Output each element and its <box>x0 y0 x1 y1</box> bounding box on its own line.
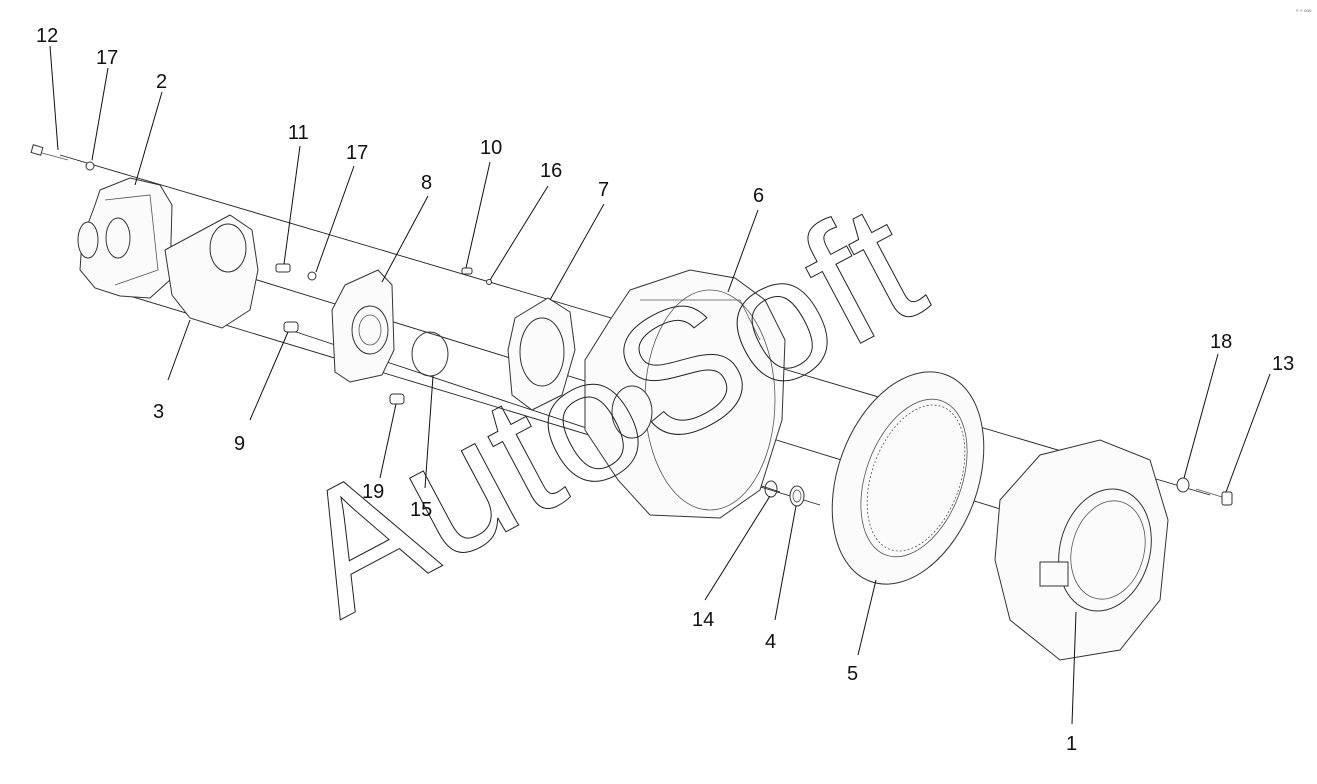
callout-11: 11 <box>288 122 309 144</box>
part-17-washer <box>85 161 95 171</box>
part-7-seal-plate <box>507 297 576 411</box>
leader-lines <box>49 45 1271 725</box>
callout-8: 8 <box>421 172 432 194</box>
part-10-screw <box>461 267 473 275</box>
callout-3: 3 <box>153 401 164 423</box>
svg-text:AutoSoft: AutoSoft <box>266 166 950 653</box>
part-11-bolt <box>275 263 291 273</box>
callout-5: 5 <box>847 663 858 685</box>
part-19-pin <box>389 393 405 405</box>
callout-4: 4 <box>765 631 776 653</box>
callout-19: 19 <box>362 481 384 503</box>
callout-7: 7 <box>598 179 609 201</box>
part-15-o-ring <box>411 331 449 377</box>
part-3-plate <box>164 214 259 329</box>
callout-10: 10 <box>480 137 502 159</box>
part-8-bearing-flange <box>331 269 395 383</box>
part-16-washer <box>486 279 492 285</box>
part-14-ring <box>764 480 778 498</box>
part-4-plug <box>789 485 805 507</box>
callout-1: 1 <box>1066 733 1077 755</box>
watermark: AutoSoft <box>266 166 951 654</box>
callout-2: 2 <box>156 71 167 93</box>
part-12-bolt <box>30 144 69 161</box>
callout-18: 18 <box>1210 331 1232 353</box>
callout-16: 16 <box>540 160 562 182</box>
part-13-bolt <box>1195 488 1233 506</box>
part-1-hub-cover <box>994 439 1169 661</box>
callout-6: 6 <box>753 185 764 207</box>
corner-mark: ° ° ⁰⁰⁰ <box>1296 9 1312 16</box>
callout-12: 12 <box>36 25 58 47</box>
callout-14: 14 <box>692 609 714 631</box>
callout-13: 13 <box>1272 353 1294 375</box>
part-9-pin <box>283 321 299 333</box>
part-18-washer <box>1176 477 1190 493</box>
part-17-washer-b <box>307 271 317 281</box>
callout-labels: 12 17 2 3 11 17 8 9 19 15 10 16 7 6 14 4… <box>36 25 1294 755</box>
callout-17-mid: 17 <box>346 142 368 164</box>
callout-17-left: 17 <box>96 47 118 69</box>
callout-15: 15 <box>410 499 432 521</box>
part-6-main-housing <box>584 269 786 519</box>
callout-9: 9 <box>234 433 245 455</box>
part-5-ring-gear <box>831 371 985 585</box>
part-2-cover-housing <box>77 177 173 299</box>
